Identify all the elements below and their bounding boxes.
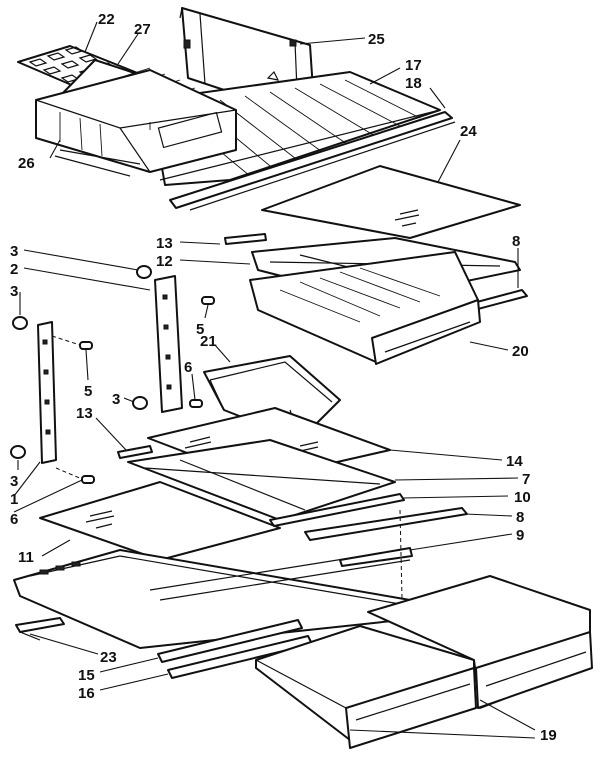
callout-3-a: 3 [10, 243, 18, 260]
callout-9: 9 [516, 527, 524, 544]
callout-15: 15 [78, 667, 95, 684]
part-20-crisper-drawer [249, 251, 481, 365]
part-15-rail [157, 619, 303, 663]
part-2-ladder-rail [154, 275, 183, 413]
leader-lines [13, 21, 536, 739]
callout-8-upper: 8 [512, 233, 520, 250]
callout-labels: 22 27 25 17 18 24 26 13 12 8 3 2 3 5 5 2… [10, 11, 557, 744]
part-10-rail [269, 493, 405, 527]
callout-19: 19 [540, 727, 557, 744]
callout-11: 11 [18, 549, 34, 566]
callout-2: 2 [10, 261, 18, 278]
part-9-rail [339, 547, 413, 567]
callout-13-lower: 13 [76, 405, 93, 422]
callout-22: 22 [98, 11, 115, 28]
callout-8-lower: 8 [516, 509, 524, 526]
part-19-crisper-drawer-right [367, 575, 593, 709]
callout-17: 17 [405, 57, 422, 74]
part-24-glass-shelf [261, 165, 521, 239]
callout-12: 12 [156, 253, 173, 270]
callout-6-b: 6 [10, 511, 18, 528]
callout-13-upper: 13 [156, 235, 173, 252]
part-13-upper-trim [224, 233, 267, 245]
callout-3-d: 3 [10, 473, 18, 490]
part-11-glass-shelf [39, 481, 281, 561]
callout-3-b: 3 [10, 283, 18, 300]
callout-21: 21 [200, 333, 217, 350]
callout-5-b: 5 [84, 383, 92, 400]
part-23-rail [15, 617, 65, 641]
callout-27: 27 [134, 21, 151, 38]
callout-1: 1 [10, 491, 18, 508]
callout-25: 25 [368, 31, 385, 48]
callout-24: 24 [460, 123, 477, 140]
callout-6-a: 6 [184, 359, 192, 376]
callout-7: 7 [522, 471, 530, 488]
part-5-screws [51, 296, 215, 350]
callout-20: 20 [512, 343, 529, 360]
callout-26: 26 [18, 155, 35, 172]
part-13-lower-trim [117, 445, 153, 459]
callout-3-c: 3 [112, 391, 120, 408]
part-1-ladder-rail [37, 321, 57, 464]
part-26-freezer-basket [35, 69, 237, 177]
callout-16: 16 [78, 685, 95, 702]
part-6-screws [55, 399, 203, 484]
callout-18: 18 [405, 75, 422, 92]
part-18-rail [169, 111, 456, 211]
callout-10: 10 [514, 489, 531, 506]
part-3-caps [10, 265, 152, 459]
callout-5-a: 5 [196, 321, 204, 338]
part-19-crisper-drawer-left [255, 625, 477, 749]
callout-14: 14 [506, 453, 523, 470]
callout-23: 23 [100, 649, 117, 666]
part-7-shelf-frame [127, 439, 396, 521]
